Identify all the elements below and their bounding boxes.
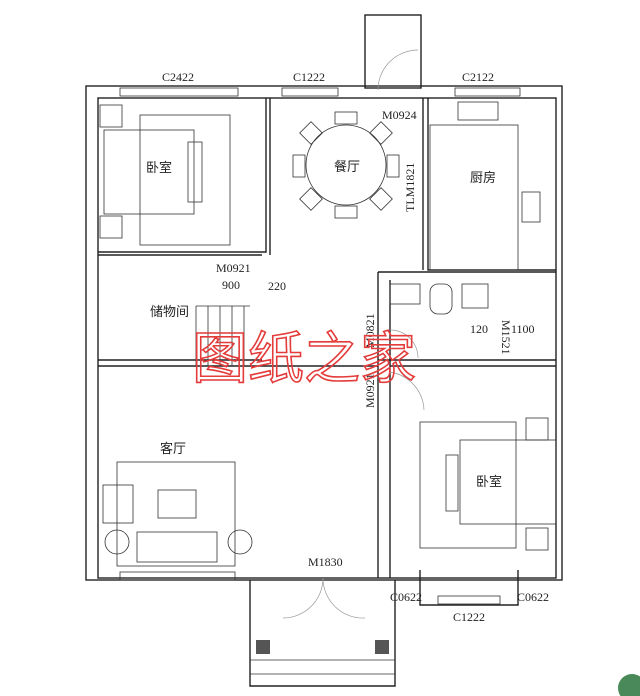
living-rug [116,461,236,567]
dining-chairs [292,111,400,219]
rug-nw [139,114,231,246]
washbasin-icon [389,283,421,305]
column-left [256,640,270,654]
lamp-icon-right [227,529,253,555]
label-window-c1222-bay: C1222 [453,610,485,624]
window-c2122 [454,87,521,97]
nightstand-se-2 [525,527,549,551]
room-storage: 储物间 [150,305,189,320]
column-right [375,640,389,654]
bay-window [419,570,519,606]
pillow-se [445,454,459,512]
top-entry-extension [364,14,422,89]
label-door-m0921-storage: M0921 [216,261,251,275]
door-swing-main [282,577,366,619]
label-window-c2422: C2422 [162,70,194,84]
label-window-c0622-right: C0622 [517,590,549,604]
door-swing-bath [389,329,419,359]
sofa [136,531,218,563]
rug-se [419,421,517,549]
room-bedroom-se: 卧室 [476,474,502,490]
door-swing-bedroom [389,371,425,411]
label-dim-900: 900 [222,278,240,292]
wall-bedroom-nw [98,98,271,255]
room-bedroom-nw: 卧室 [146,160,172,176]
door-swing-top [377,49,419,91]
nightstand-se-1 [525,417,549,441]
outer-wall-outline [85,85,563,581]
nightstand-nw-2 [99,215,123,239]
wall-bath-bedroom [377,271,556,578]
label-door-m0924: M0924 [382,108,417,122]
toilet-icon [429,283,453,315]
inner-wall-outline [97,97,557,579]
window-c1222-bay [437,595,501,605]
label-window-c1222-top: C1222 [293,70,325,84]
wall-storage [98,254,378,367]
bed-se [459,439,557,525]
stove-icon [521,191,541,223]
window-c2422 [119,87,239,97]
label-window-c2122: C2122 [462,70,494,84]
coffee-table [157,489,197,519]
label-door-m0821: M0821 [363,313,377,348]
window-c1222-top [281,87,339,97]
sink-icon [457,101,499,121]
label-door-tlm1821: TLM1821 [403,163,417,212]
label-door-m0921-bedroom: M0921 [363,373,377,408]
logo-corner [618,674,640,696]
label-door-m1830: M1830 [308,555,343,569]
lamp-icon-left [104,529,130,555]
armchair [102,484,134,524]
label-dim-220: 220 [268,279,286,293]
dining-table [305,124,387,206]
bed-nw [103,129,195,215]
label-dim-1100: 1100 [511,322,535,336]
pillow-nw [187,141,203,203]
shower-icon [461,283,489,309]
stairs [195,305,250,366]
label-door-m1521: M1521 [499,320,513,355]
kitchen-counter [429,124,519,271]
watermark: 图纸之家 [192,327,416,392]
room-living: 客厅 [160,441,186,457]
label-window-c0622-left: C0622 [390,590,422,604]
room-dining: 餐厅 [334,159,360,175]
window-living [119,571,236,581]
porch-steps [250,659,395,675]
label-dim-120: 120 [470,322,488,336]
room-kitchen: 厨房 [470,170,496,186]
porch [249,580,396,687]
nightstand-nw-1 [99,104,123,128]
